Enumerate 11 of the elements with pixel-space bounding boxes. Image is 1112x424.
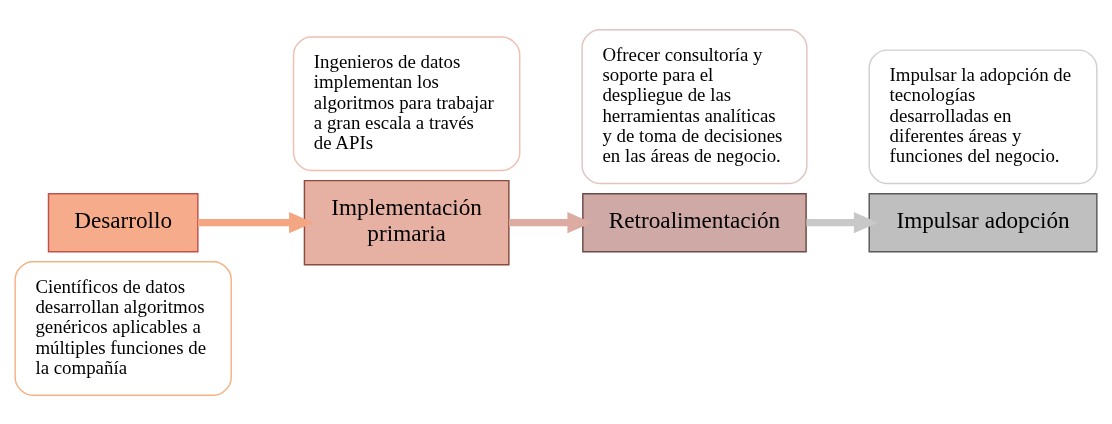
node-box: Desarrollo xyxy=(47,192,199,252)
node-box: Impulsar adopción xyxy=(868,192,1098,252)
arrow xyxy=(198,211,314,233)
arrow xyxy=(508,211,592,233)
node-box: Ofrecer consultoría y soporte para el despliegue de las herramientas analíticas y de toma de decisiones en las áreas de negocio. xyxy=(581,28,808,184)
node-box: Ingenieros de datos implementan los algoritmos para trabajar a gran escala a través de APIs xyxy=(292,35,521,171)
arrow xyxy=(806,211,879,233)
node-box: Impulsar la adopción de tecnologías desarrolladas en diferentes áreas y funciones del negocio. xyxy=(868,48,1098,184)
node-box: Científicos de datos desarrollan algoritmos genéricos aplicables a múltiples funciones de la compañía xyxy=(14,260,232,396)
node-box: Implementación primaria xyxy=(303,179,510,265)
node-box: Retroalimentación xyxy=(582,192,807,252)
